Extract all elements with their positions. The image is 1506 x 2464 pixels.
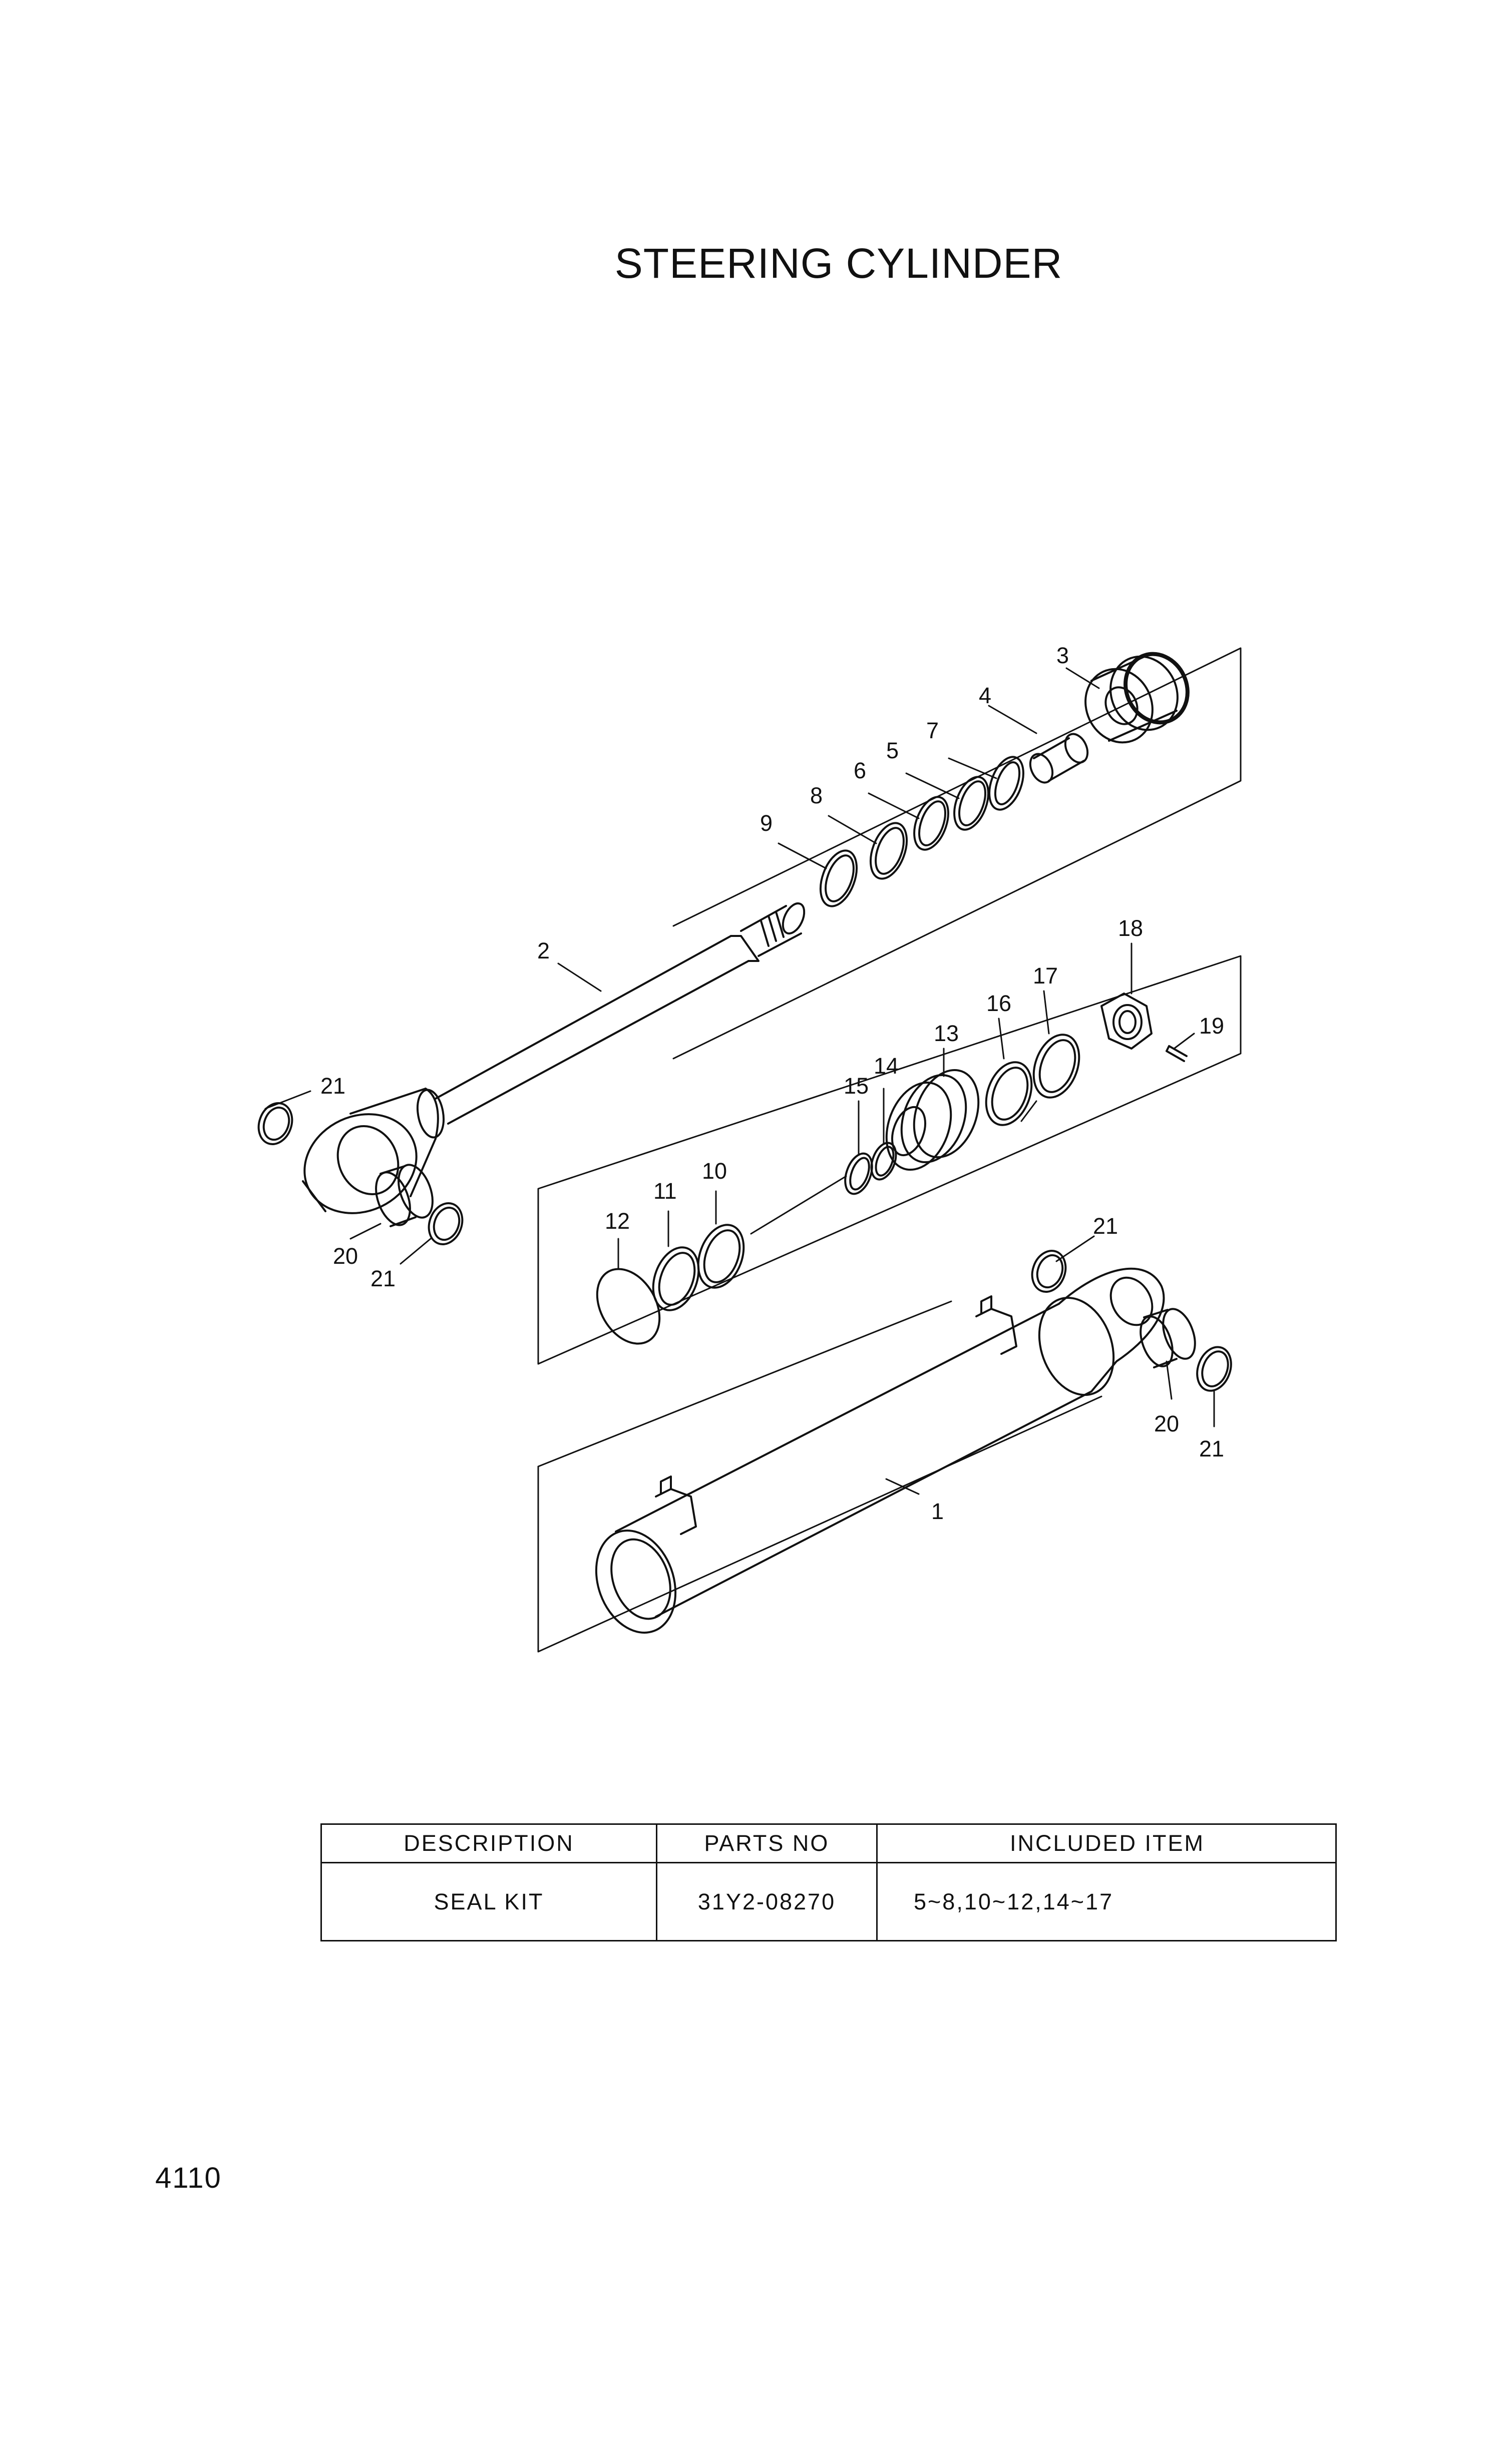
nut-part-18	[1100, 993, 1153, 1050]
snap-ring-part-21-a	[257, 1102, 293, 1145]
cell-description: SEAL KIT	[322, 1862, 657, 1941]
part-label-9: 9	[760, 810, 773, 836]
cylinder-tube-part-1	[595, 1267, 1165, 1634]
part-label-21-a: 21	[320, 1073, 345, 1099]
part-label-15: 15	[844, 1073, 869, 1099]
part-label-21-c: 21	[1093, 1213, 1118, 1239]
pin-part-19	[1166, 1045, 1188, 1062]
page-number: 4110	[155, 2162, 222, 2194]
ring-part-8	[869, 822, 908, 880]
parts-table: DESCRIPTION PARTS NO INCLUDED ITEM SEAL …	[320, 1823, 1337, 1941]
part-label-21-b: 21	[370, 1266, 396, 1291]
bushing-part-4	[1029, 733, 1089, 784]
piston-part-13	[885, 1069, 980, 1171]
cell-parts-no: 31Y2-08270	[657, 1862, 878, 1941]
tube-group-frame	[537, 1300, 1102, 1653]
spherical-bearing-part-20-tube	[1140, 1308, 1196, 1368]
piston-group-frame	[537, 955, 1242, 1365]
part-label-17: 17	[1033, 963, 1058, 989]
table-row: SEAL KIT 31Y2-08270 5~8,10~12,14~17	[322, 1862, 1335, 1941]
ring-part-5	[953, 776, 989, 831]
ring-part-6	[913, 796, 949, 851]
part-label-7: 7	[926, 718, 939, 743]
snap-ring-part-21-c	[1031, 1250, 1067, 1293]
part-label-20-b: 20	[1154, 1411, 1179, 1436]
part-label-10: 10	[702, 1158, 727, 1184]
part-label-8: 8	[810, 783, 823, 808]
part-label-21-d: 21	[1199, 1436, 1224, 1461]
part-label-18: 18	[1118, 915, 1143, 941]
part-label-5: 5	[886, 738, 899, 763]
part-label-6: 6	[854, 758, 866, 783]
ring-part-14	[870, 1142, 897, 1181]
header-parts-no: PARTS NO	[657, 1825, 878, 1862]
part-label-4: 4	[979, 683, 991, 708]
part-label-16: 16	[986, 991, 1011, 1016]
ring-part-7	[988, 756, 1024, 811]
part-label-14: 14	[874, 1053, 899, 1079]
header-description: DESCRIPTION	[322, 1825, 657, 1862]
part-label-13: 13	[934, 1021, 959, 1046]
ring-part-15	[844, 1152, 873, 1195]
ring-part-17	[1032, 1034, 1080, 1099]
gland-part-3	[1084, 652, 1190, 744]
part-label-12: 12	[605, 1208, 630, 1234]
header-included-item: INCLUDED ITEM	[1009, 1830, 1205, 1856]
part-label-19: 19	[1199, 1013, 1224, 1039]
cell-included-item: 5~8,10~12,14~17	[914, 1888, 1114, 1914]
part-label-11: 11	[653, 1178, 677, 1204]
part-label-20-a: 20	[333, 1243, 358, 1269]
snap-ring-part-21-b	[428, 1202, 464, 1245]
page-title: STEERING CYLINDER	[614, 240, 1063, 287]
leader-lines	[264, 667, 1215, 1495]
part-label-2: 2	[537, 938, 550, 963]
ring-part-12	[596, 1268, 661, 1345]
ring-part-11	[652, 1246, 700, 1311]
rod-group-frame	[672, 647, 1242, 1060]
spherical-bearing-part-20-rod	[375, 1164, 434, 1227]
ring-part-10	[697, 1224, 745, 1289]
ring-part-9	[819, 849, 858, 907]
ring-part-16	[985, 1061, 1033, 1126]
part-label-1: 1	[931, 1499, 944, 1524]
table-header-row: DESCRIPTION PARTS NO INCLUDED ITEM	[322, 1825, 1335, 1863]
part-label-3: 3	[1056, 643, 1069, 668]
snap-ring-part-21-d	[1196, 1346, 1232, 1392]
